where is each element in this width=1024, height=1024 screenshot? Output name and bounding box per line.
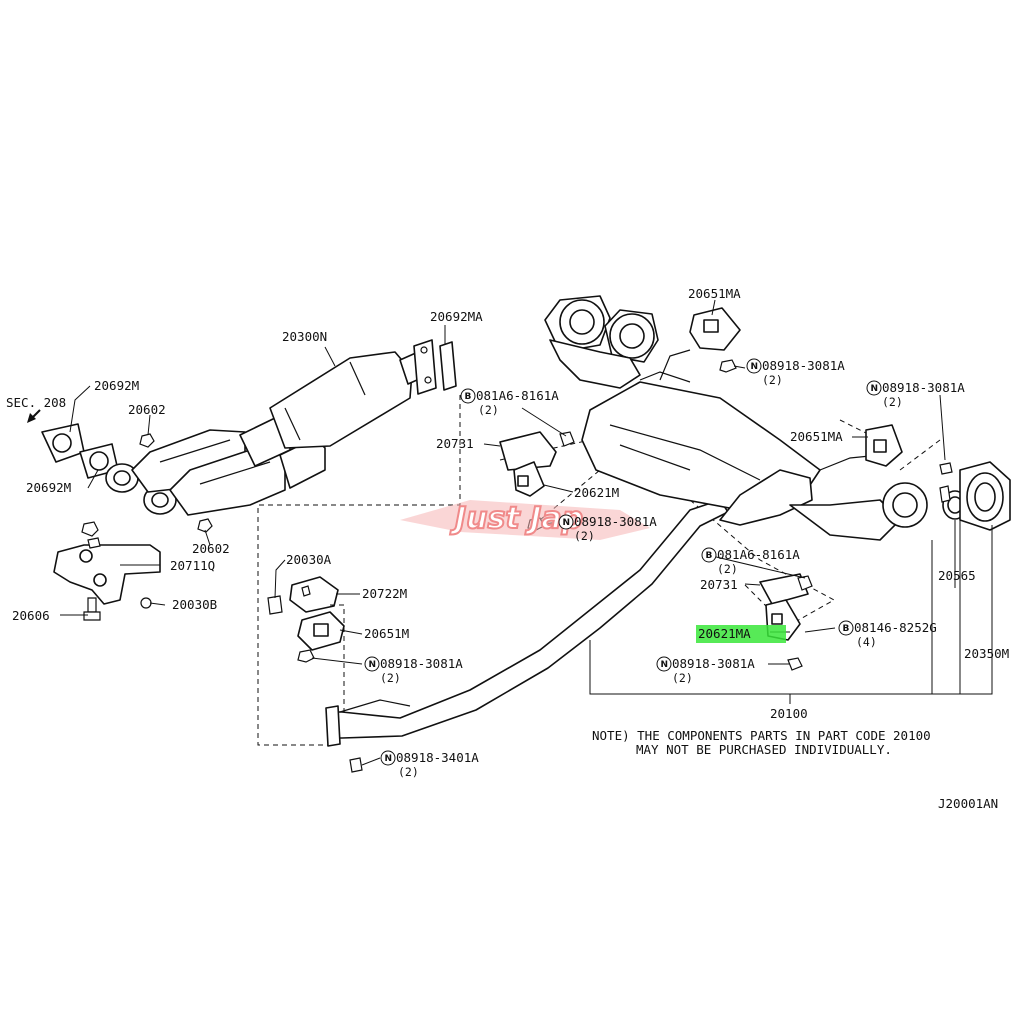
section-reference: SEC. 208 [6,395,66,410]
right-lower-mount-group [759,573,813,671]
marker-n-3401 [380,750,396,766]
mid-mount-group [499,431,575,531]
label-20692M-top: 20692M [94,378,139,393]
label-08918-3081A-right: 08918-3081A [882,380,965,395]
marker-n-top [746,358,762,374]
label-081A6-8161A-right: 081A6-8161A [717,547,800,562]
marker-n-right-text: N [871,384,879,394]
qty-08918-3081A-right: (2) [882,395,903,409]
marker-b-right-text: B [706,551,713,561]
qty-08918-3401A: (2) [398,765,419,779]
diagram-code: J20001AN [938,796,998,811]
marker-n-left-text: N [369,660,377,670]
center-pipe-20100 [325,499,729,773]
qty-08918-3081A-top: (2) [762,373,783,387]
marker-n-bottom [656,656,672,672]
label-08918-3081A-mid: 08918-3081A [574,514,657,529]
bracket-20711Q [53,521,161,621]
rear-muffler-assembly [544,295,1011,541]
label-08918-3081A-left: 08918-3081A [380,656,463,671]
marker-b-08146-text: B [843,624,850,634]
label-20731-right: 20731 [700,577,738,592]
label-20565: 20565 [938,568,976,583]
label-081A6-8161A-top: 081A6-8161A [476,388,559,403]
marker-n-3401-text: N [385,754,393,764]
qty-081A6-right: (2) [717,562,738,576]
marker-b-top-text: B [465,392,472,402]
qty-08918-3081A-bottom: (2) [672,671,693,685]
label-20100: 20100 [770,706,808,721]
label-20651MA-right: 20651MA [790,429,843,444]
left-mount-group [267,576,345,663]
label-20722M: 20722M [362,586,407,601]
marker-n-top-text: N [751,362,759,372]
marker-n-bottom-text: N [661,660,669,670]
marker-b-right [701,547,717,563]
label-20350M: 20350M [964,646,1009,661]
leader-lines [60,299,993,766]
front-pipe-catalyst-assembly [41,339,457,533]
qty-08146: (4) [856,635,877,649]
qty-08918-3081A-mid: (2) [574,529,595,543]
label-20030A: 20030A [286,552,332,567]
label-20692M-left: 20692M [26,480,71,495]
label-20602-top: 20602 [128,402,166,417]
label-20030B: 20030B [172,597,217,612]
qty-08918-3081A-left: (2) [380,671,401,685]
note-line-2: MAY NOT BE PURCHASED INDIVIDUALLY. [636,742,892,757]
label-20300N: 20300N [282,329,327,344]
label-20621M: 20621M [574,485,619,500]
label-08918-3401A: 08918-3401A [396,750,479,765]
note-line-1: NOTE) THE COMPONENTS PARTS IN PART CODE … [592,728,931,743]
label-20711Q: 20711Q [170,558,215,573]
label-08918-3081A-bottom: 08918-3081A [672,656,755,671]
highlight-20621MA [696,625,786,643]
marker-b-08146 [838,620,854,636]
marker-n-mid-text: N [563,518,571,528]
label-08146-8252G: 08146-8252G [854,620,937,635]
label-20606: 20606 [12,608,50,623]
gasket-20692M-upper [41,423,85,463]
label-20731-top: 20731 [436,436,474,451]
marker-n-left [364,656,380,672]
marker-b-top [460,388,476,404]
mount-20651MA-top [689,307,741,373]
label-08918-3081A-top: 08918-3081A [762,358,845,373]
label-20651MA-top: 20651MA [688,286,741,301]
label-20651M: 20651M [364,626,409,641]
label-20621MA-highlighted: 20621MA [698,626,751,641]
marker-n-right [866,380,882,396]
label-20602-bottom: 20602 [192,541,230,556]
qty-081A6-top: (2) [478,403,499,417]
marker-n-mid [558,514,574,530]
mount-20651MA-right [865,424,903,467]
label-20692MA: 20692MA [430,309,483,324]
